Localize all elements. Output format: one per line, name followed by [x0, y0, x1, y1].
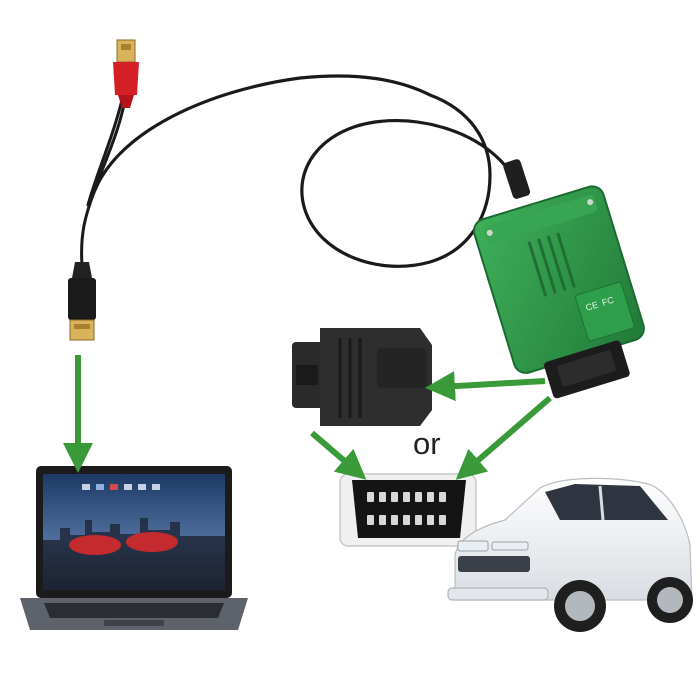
obd-socket	[339, 473, 477, 547]
black-obd-adapter	[292, 328, 432, 426]
arrow-adapter-to-socket	[310, 430, 367, 480]
or-label: or	[413, 426, 441, 461]
flow-arrows	[63, 355, 552, 480]
suv-car	[447, 477, 693, 632]
laptop	[20, 466, 248, 630]
screen-app-icons	[82, 484, 160, 490]
usb-cable	[80, 74, 522, 268]
arrow-device-to-socket	[455, 395, 552, 480]
fc-mark: FC	[601, 295, 616, 308]
red-usb-plug	[113, 39, 139, 108]
green-obd-interface: CE FC	[472, 159, 645, 399]
arrow-device-to-adapter	[425, 371, 546, 402]
black-usb-plug	[68, 262, 96, 341]
ce-mark: CE	[584, 300, 599, 313]
